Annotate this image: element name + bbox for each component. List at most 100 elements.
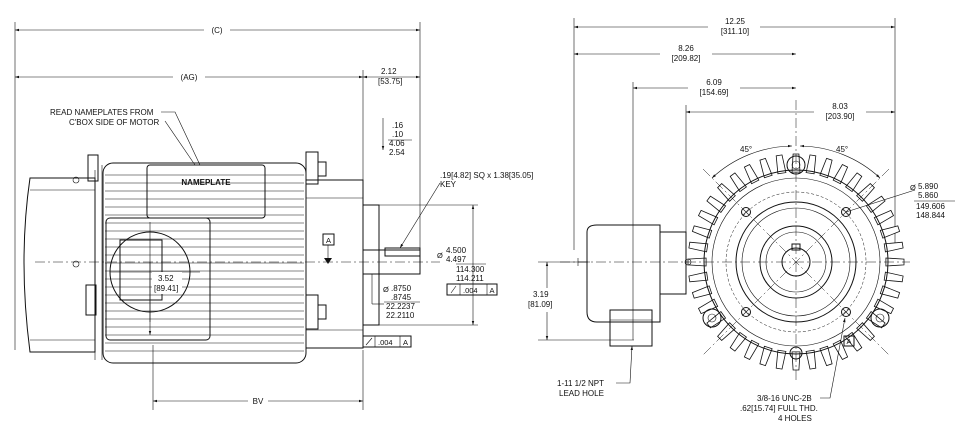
end-fin [743, 163, 760, 185]
key-note-line-1: .19[4.82] SQ x 1.38[35.05] [440, 171, 533, 180]
end-fin [845, 172, 863, 193]
lead-hole-note-2: LEAD HOLE [559, 389, 604, 398]
box-height-in: 3.52 [158, 274, 174, 283]
pilot-tolerance-value: .004 [463, 286, 478, 295]
end-fin [729, 331, 747, 352]
dim-bv-label: BV [253, 397, 264, 406]
lead-hole-leader [616, 345, 634, 384]
shaft-dia-mm-2: 22.2110 [386, 311, 415, 320]
end-fin [743, 339, 760, 361]
bc-dia-in-2: 5.860 [918, 191, 939, 200]
end-fin [873, 298, 895, 315]
holes-note-3: 4 HOLES [778, 414, 812, 423]
end-fin [873, 209, 895, 226]
dim-frame-width-mm: [203.90] [826, 112, 855, 121]
dim-ag-label: (AG) [181, 73, 198, 82]
end-fin [688, 241, 709, 253]
nameplate-leader-1 [161, 111, 201, 166]
key-depth-in-1: .16 [392, 121, 404, 130]
dim-lead-offset-in: 6.09 [706, 78, 722, 87]
bc-dia-in-1: 5.890 [918, 182, 939, 191]
end-fin [885, 257, 905, 267]
fan-cover [23, 177, 96, 353]
end-fin [691, 285, 713, 299]
end-view: 12.25 [311.10] 8.26 [209.82] 6.09 [154.6… [528, 14, 955, 423]
dim-frame-width-in: 8.03 [832, 102, 848, 111]
end-fin [706, 195, 727, 213]
dim-box-offset-in: 8.26 [678, 44, 694, 53]
key-depth-mm-2: 2.54 [389, 148, 405, 157]
dim-overall-mm: [311.10] [721, 27, 749, 36]
end-fin [879, 225, 901, 239]
datum-a-label: A [326, 236, 331, 245]
nameplate [146, 164, 266, 219]
foot-left [702, 308, 722, 328]
pilot-flange [362, 204, 380, 326]
end-fin [819, 345, 833, 367]
angle-arc-left [711, 144, 793, 179]
lifting-lug-bottom [305, 294, 319, 330]
key-note-leader [399, 182, 441, 249]
nameplate-note-line-2: C'BOX SIDE OF MOTOR [69, 118, 160, 127]
key-note-line-2: KEY [440, 180, 457, 189]
end-fin [775, 349, 787, 370]
pilot-dia-in-2: 4.497 [446, 255, 467, 264]
pilot-tolerance-frame [446, 283, 498, 296]
shaft-dia-in-1: .8750 [391, 284, 412, 293]
end-fin [883, 241, 904, 253]
box-height-mm: [89.41] [154, 284, 178, 293]
dim-lead-height-mm: [81.09] [528, 300, 552, 309]
shaft-dia-in-2: .8745 [391, 293, 412, 302]
conduit-box [105, 217, 211, 341]
end-bracket [305, 179, 364, 349]
end-fin [805, 349, 817, 370]
foot-right [870, 308, 890, 328]
end-datum-a: A [846, 337, 851, 346]
bc-dia-mm-1: 149.606 [916, 202, 945, 211]
key-depth-mm-1: 4.06 [389, 139, 405, 148]
holes-note-2: .62[15.74] FULL THD. [740, 404, 818, 413]
face-tolerance-datum: A [403, 338, 408, 347]
lifting-lug-top [305, 151, 319, 185]
end-fin [883, 271, 904, 283]
angle-arc-right [799, 144, 881, 179]
end-fin [729, 172, 747, 193]
dim-shaft-length-in: 2.12 [381, 67, 397, 76]
lead-hole-hub [609, 309, 653, 347]
end-fin [759, 345, 773, 367]
dim-overall-in: 12.25 [725, 17, 746, 26]
dim-lead-offset-mm: [154.69] [700, 88, 729, 97]
shaft-dia-mm-1: 22.2237 [386, 302, 415, 311]
dim-c-label: (C) [211, 26, 222, 35]
angle-right-label: 45° [836, 145, 848, 154]
svg-text:Ø: Ø [383, 285, 389, 294]
pilot-dia-mm-1: 114.300 [456, 265, 485, 274]
side-cooling-fins [105, 174, 304, 352]
svg-text:Ø: Ø [437, 251, 443, 260]
datum-a-box [322, 233, 335, 246]
dim-shaft-length-mm: [53.75] [378, 77, 402, 86]
end-fin [832, 163, 849, 185]
end-fin [879, 285, 901, 299]
nameplate-text: NAMEPLATE [181, 178, 231, 187]
svg-text:Ø: Ø [910, 183, 916, 192]
holes-leader [820, 317, 846, 399]
key-depth-in-2: .10 [392, 130, 404, 139]
shaft-key [384, 247, 421, 257]
bc-dia-mm-2: 148.844 [916, 211, 945, 220]
dim-box-offset-mm: [209.82] [672, 54, 701, 63]
bc-dia-leader [845, 189, 916, 213]
end-fin [688, 271, 709, 283]
nameplate-note-line-1: READ NAMEPLATES FROM [50, 108, 154, 117]
face-tolerance-value: .004 [378, 338, 393, 347]
side-view: (C) (AG) 2.12 [53.75] .16 .10 4.06 2.54 … [14, 22, 533, 410]
end-fin [697, 298, 719, 315]
pilot-tolerance-datum: A [489, 286, 494, 295]
end-fin [832, 339, 849, 361]
end-fin [697, 209, 719, 226]
holes-note-1: 3/8-16 UNC-2B [757, 394, 812, 403]
pilot-dia-mm-2: 114.211 [456, 274, 484, 283]
dim-lead-height-in: 3.19 [533, 290, 549, 299]
face-tolerance-frame [362, 335, 412, 348]
